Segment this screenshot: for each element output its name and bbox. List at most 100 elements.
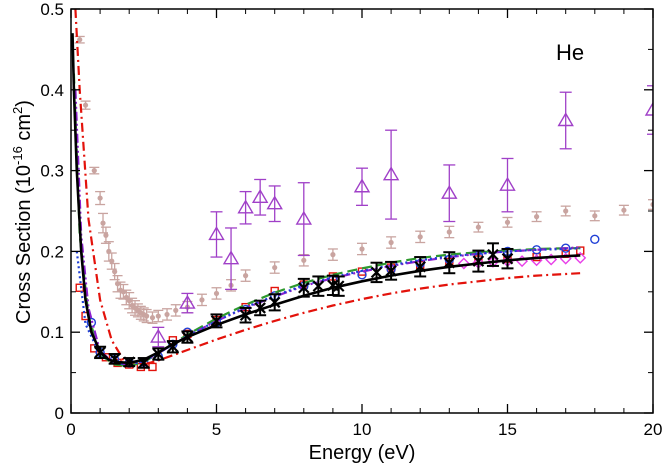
series-line-solid [71,33,581,365]
y-axis-label-exp: -16 [10,146,25,165]
data-point [149,315,156,321]
data-point [644,101,653,116]
data-point [475,224,481,230]
data-point [295,210,313,225]
data-point [332,280,345,292]
data-point [272,264,278,271]
data-point [441,184,458,199]
data-point [126,298,132,304]
x-tick-label: 10 [353,420,372,439]
data-point [237,199,254,214]
data-point [330,252,336,258]
data-point [91,168,97,174]
series-marker-x-errorbar [94,242,514,369]
data-point [222,250,240,265]
data-point [179,294,196,309]
data-point [150,328,167,343]
data-point [414,260,426,273]
data-point [301,257,307,263]
data-point [353,178,371,193]
data-point [108,353,121,365]
data-point [504,219,511,225]
y-tick-label: 0.3 [40,162,64,181]
x-axis-label: Energy (eV) [309,442,416,464]
y-axis-label-main: Cross Section (10 [13,165,35,324]
data-point [94,346,106,359]
x-tick-label: 15 [498,420,517,439]
y-tick-label: 0.1 [40,323,64,342]
data-point [557,112,574,127]
data-point [370,266,383,279]
y-tick-label: 0.4 [40,81,64,100]
series-marker-triangle-errorbar [150,85,653,348]
x-tick-label: 0 [66,420,75,439]
y-tick-label: 0.2 [40,242,64,261]
element-annotation: He [556,40,584,65]
series-marker-dot-errorbar [74,35,653,324]
y-tick-label: 0 [55,404,64,423]
data-point [499,176,516,191]
data-point [385,265,397,277]
data-point [388,239,394,246]
data-point [103,232,109,238]
data-point [123,356,135,368]
data-point [148,362,157,372]
data-point [251,188,269,203]
data-point [181,331,194,343]
x-tick-label: 5 [212,420,221,439]
data-point [243,273,249,279]
data-point [97,195,103,201]
data-point [359,246,365,252]
data-point [167,340,179,353]
data-point [268,296,281,309]
x-tick-label: 20 [644,420,663,439]
data-point [446,229,452,235]
data-point [155,313,161,319]
series-line [74,9,581,366]
data-point [77,37,83,43]
data-point [199,297,205,303]
data-point [382,166,400,181]
data-point [417,234,423,240]
y-tick-label: 0.5 [40,0,64,19]
data-point [112,269,118,275]
data-point [443,256,456,269]
y-axis-label-close: ) [13,100,35,107]
y-axis-label: Cross Section (10-16 cm2) [10,100,35,324]
data-point [576,246,585,255]
data-point [457,257,470,270]
data-point [590,234,600,244]
data-point [109,258,115,264]
data-point [239,309,252,322]
data-point [210,315,223,327]
y-axis-label-unit: cm [13,114,35,146]
data-point [144,313,150,319]
data-point [266,195,283,210]
data-point [298,281,310,294]
data-point [100,220,106,226]
data-point [213,290,220,297]
series-line-dashdot [74,9,581,366]
data-point [208,226,225,241]
data-point [254,302,266,314]
data-point [152,348,165,360]
data-point [534,214,540,220]
data-point [621,207,627,213]
data-point [82,102,89,108]
data-point [472,255,485,267]
data-point [312,280,325,292]
series-layer [71,9,653,372]
data-point [137,357,150,369]
y-axis-label-unit-exp: 2 [10,107,25,114]
data-point [592,213,598,219]
series-line-dash [72,73,581,368]
data-point [164,311,170,318]
axis-ticks: 0 5 10 15 20 0 0.1 0.2 0.3 0.4 0.5 [40,0,662,439]
data-point [501,252,514,265]
data-point [487,248,499,261]
series-line [72,73,581,368]
data-point [563,208,569,214]
data-point [173,307,179,313]
series-line [71,33,581,365]
